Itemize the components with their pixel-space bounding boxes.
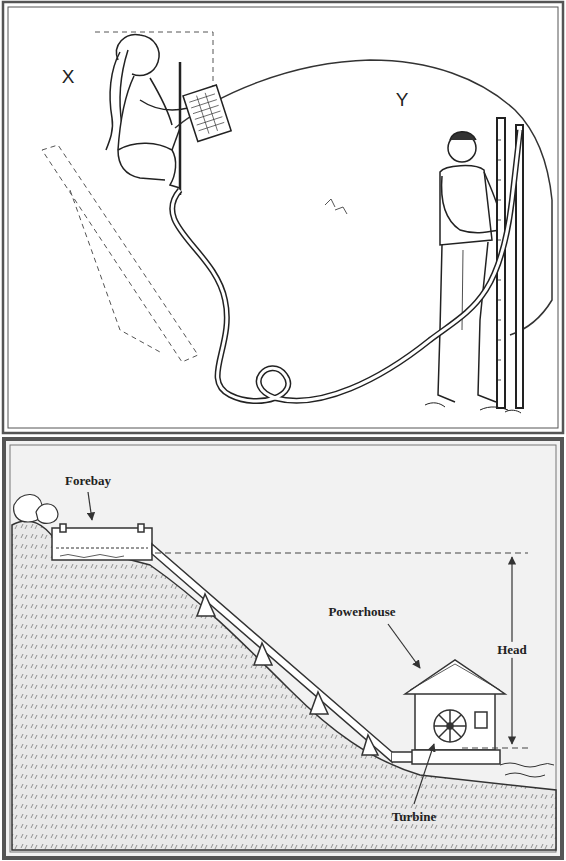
dimension-label: Head (495, 642, 529, 658)
surveyor-figure (106, 35, 231, 195)
forebay-tank (52, 524, 152, 560)
figure-letter: X (60, 66, 77, 89)
survey-panel (3, 2, 563, 433)
water-tube (172, 130, 520, 401)
surveyor-figure (425, 118, 523, 413)
figure-letter: Y (394, 89, 411, 112)
hydro-panel (4, 439, 562, 858)
powerhouse-building (405, 660, 505, 764)
penstock-pipe (152, 544, 418, 762)
part-label: Forebay (63, 473, 113, 489)
part-label: Powerhouse (326, 604, 397, 620)
part-label: Turbine (390, 809, 438, 825)
